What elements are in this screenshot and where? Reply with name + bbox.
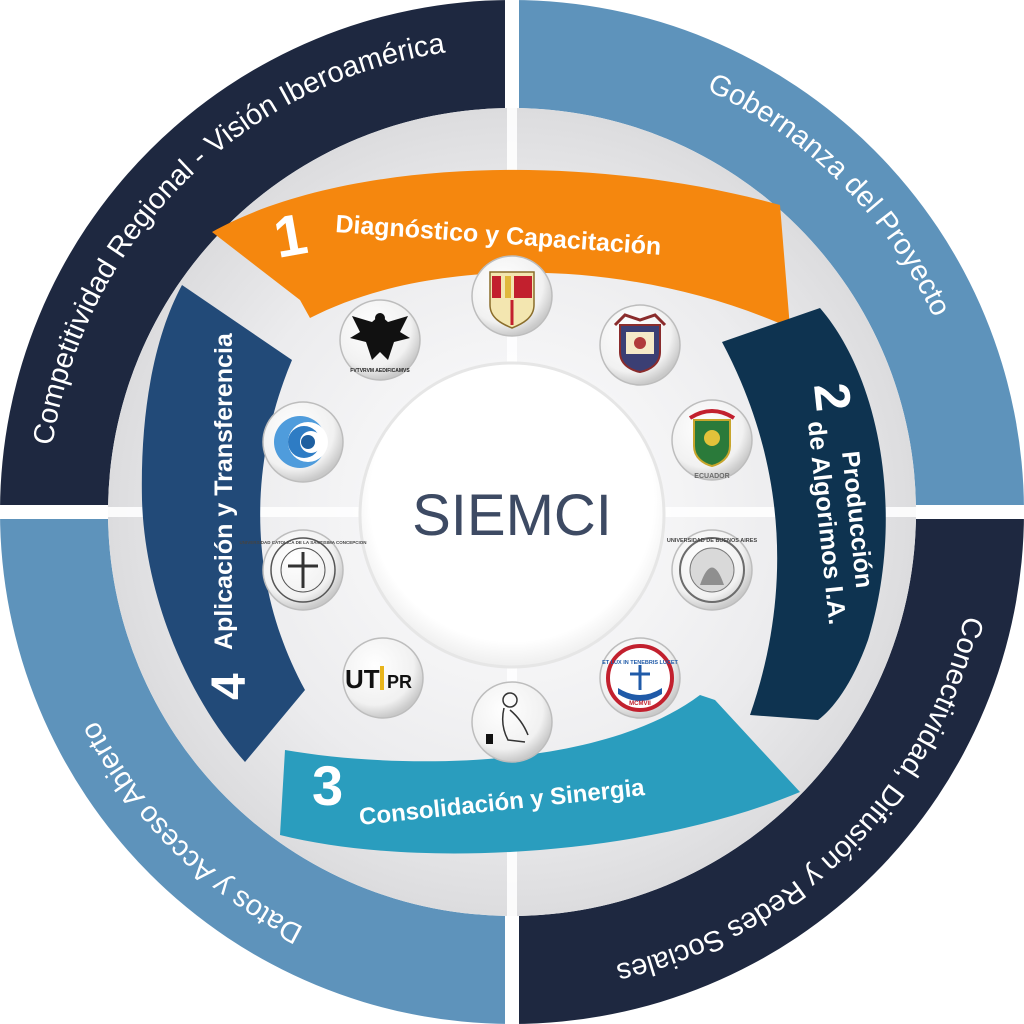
center-circle bbox=[358, 361, 666, 669]
step-4-number: 4 bbox=[203, 673, 256, 700]
logo-ecuador-text: ECUADOR bbox=[694, 473, 729, 480]
logo-utfpr-ut: UT bbox=[345, 664, 380, 694]
step-2-shape bbox=[722, 308, 886, 720]
center-title: SIEMCI bbox=[412, 483, 612, 548]
logo-lux-year: MCMVII bbox=[629, 701, 651, 707]
quadrant-bottom-left bbox=[0, 512, 512, 1024]
logo-eagle-motto: FVTVRVM AEDIFICAMVS bbox=[350, 368, 410, 374]
logo-uba-text: UNIVERSIDAD DE BUENOS AIRES bbox=[667, 538, 758, 544]
logo-lux-motto: ET LUX IN TENEBRIS LUCET bbox=[602, 660, 678, 666]
step-1-arrow: 1 Diagnóstico y Capacitación bbox=[212, 169, 790, 328]
logo-eagle-emblem: FVTVRVM AEDIFICAMVS bbox=[339, 299, 421, 381]
logo-utfpr-pr: PR bbox=[387, 672, 412, 692]
step-3-arrow: 3 Consolidación y Sinergia bbox=[280, 695, 800, 854]
logo-utfpr: UT PR bbox=[342, 637, 424, 719]
quadrant-top-right bbox=[512, 0, 1024, 512]
logo-ornate-crest bbox=[599, 304, 681, 386]
quadrant-top-left bbox=[0, 0, 512, 512]
logo-sketch-figure bbox=[471, 681, 553, 763]
logo-catolica-text: UNIVERSIDAD CATOLICA DE LA SANTISIMA CON… bbox=[239, 540, 366, 545]
logo-lux-seal: ET LUX IN TENEBRIS LUCET MCMVII bbox=[599, 637, 681, 719]
logo-crest-shield bbox=[471, 255, 553, 337]
step-4-arrow: 4 Aplicación y Transferencia bbox=[141, 285, 305, 762]
step-4-label: Aplicación y Transferencia bbox=[210, 332, 238, 650]
step-3-number: 3 bbox=[312, 754, 343, 817]
logo-catolica-seal: UNIVERSIDAD CATOLICA DE LA SANTISIMA CON… bbox=[239, 529, 367, 611]
step-4-shape bbox=[141, 285, 305, 762]
logo-uba-seal: UNIVERSIDAD DE BUENOS AIRES bbox=[667, 529, 758, 611]
step-2-number: 2 bbox=[803, 380, 862, 414]
step-1-shape bbox=[212, 169, 790, 328]
logo-blue-swirl bbox=[262, 401, 344, 483]
logos-ring: ECUADOR UNIVERSIDAD DE BUENOS AIRES ET L… bbox=[239, 255, 758, 763]
quadrant-bottom-right bbox=[512, 512, 1024, 1024]
step-2-arrow: 2 Producción de Algorimos I.A. bbox=[722, 308, 886, 720]
step-3-shape bbox=[280, 695, 800, 854]
logo-ecuador-crest: ECUADOR bbox=[671, 399, 753, 481]
